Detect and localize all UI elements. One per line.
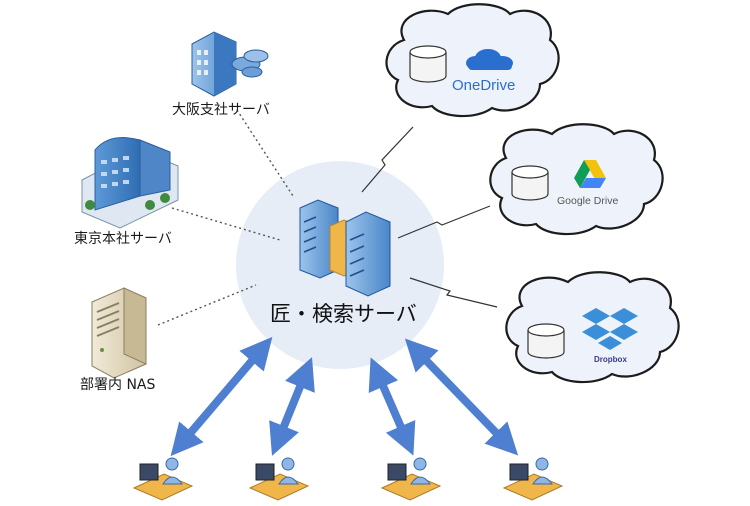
cloud-googledrive: Google Drive [489, 123, 664, 236]
cloud-dropbox: Dropbox [505, 271, 680, 384]
client-4 [502, 457, 564, 501]
nas-label: 部署内 NAS [80, 377, 156, 393]
user-at-computer-icon [380, 457, 442, 501]
client-2 [248, 457, 310, 501]
arrow-client-1 [170, 336, 273, 457]
cloud-links [361, 126, 498, 308]
client-arrows [170, 336, 519, 457]
arrow-client-2 [269, 357, 315, 456]
client-1 [132, 457, 194, 501]
database-icon [409, 45, 447, 83]
database-icon [511, 165, 549, 201]
database-icon [527, 323, 565, 359]
osaka-server-label: 大阪支社サーバ [172, 102, 270, 118]
google-drive-logo-icon [574, 160, 606, 188]
link-osaka [236, 109, 294, 197]
client-3 [380, 457, 442, 501]
link-dropbox [409, 277, 498, 308]
hub-label: 匠・検索サーバ [270, 302, 417, 326]
headquarters-building-icon [81, 137, 179, 229]
user-at-computer-icon [248, 457, 310, 501]
link-tokyo [171, 207, 281, 241]
office-building-server-icon [191, 31, 269, 97]
googledrive-name: Google Drive [557, 195, 618, 207]
dropbox-logo-icon [582, 308, 638, 350]
nas-tower-icon [91, 287, 147, 379]
search-server-icon [299, 199, 391, 297]
user-at-computer-icon [502, 457, 564, 501]
link-onedrive [361, 126, 414, 193]
user-at-computer-icon [132, 457, 194, 501]
tokyo-server-label: 東京本社サーバ [74, 231, 172, 247]
cloud-onedrive: OneDrive [385, 3, 560, 118]
link-googledrive [397, 205, 491, 239]
arrow-client-3 [368, 357, 416, 456]
onedrive-name: OneDrive [452, 77, 515, 94]
arrow-client-4 [404, 338, 519, 456]
server-links [157, 109, 294, 326]
onedrive-logo-icon [466, 49, 513, 70]
dropbox-name: Dropbox [594, 355, 627, 364]
